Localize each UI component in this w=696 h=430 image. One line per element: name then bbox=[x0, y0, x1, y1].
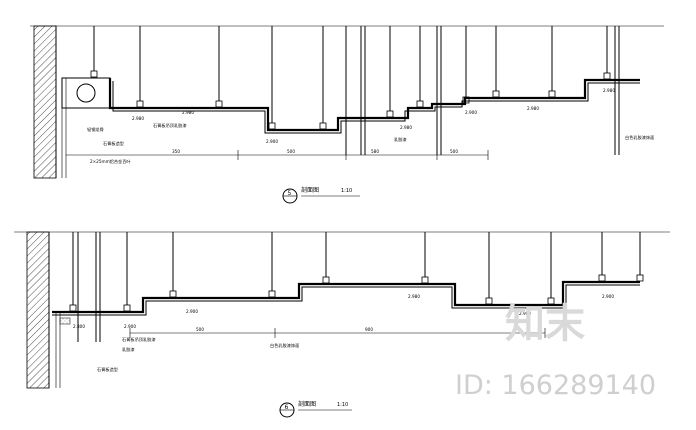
section-title: 剖面图 bbox=[301, 186, 319, 194]
hanger-group bbox=[69, 26, 644, 312]
section-title: 剖面图 bbox=[298, 400, 316, 408]
hanger-clip bbox=[90, 70, 98, 78]
note-label: 白色乳胶漆饰面 bbox=[270, 342, 299, 349]
hanger-clip bbox=[636, 274, 644, 282]
hanger-clip bbox=[215, 100, 223, 108]
ceiling-profile-inner bbox=[52, 284, 640, 316]
section-number: 6 bbox=[285, 404, 289, 411]
curtain-box bbox=[61, 77, 111, 109]
hanger-clip bbox=[386, 110, 394, 118]
section-number: 5 bbox=[288, 190, 292, 197]
note-label: 乳胶漆 bbox=[122, 346, 135, 353]
dimension-label: 580 bbox=[371, 149, 379, 154]
hanger-clip bbox=[169, 290, 177, 298]
watermark-id: ID: 166289140 bbox=[455, 370, 656, 401]
hanger-clip bbox=[598, 274, 606, 282]
elevation-label: 2.980 bbox=[527, 106, 539, 111]
elevation-label: 2.980 bbox=[603, 88, 615, 93]
note-label: 轻钢龙骨 bbox=[87, 126, 104, 133]
ceiling-profile-inner bbox=[112, 81, 640, 134]
hanger-clip bbox=[462, 96, 470, 104]
elevation-label: 2.980 bbox=[400, 125, 412, 130]
hanger-clip bbox=[416, 100, 424, 108]
dimension-label: 500 bbox=[287, 149, 295, 154]
note-label: 石膏板造型 bbox=[97, 366, 118, 373]
hanger-clip bbox=[69, 304, 77, 312]
note-label: 白色乳胶漆饰面 bbox=[625, 134, 654, 141]
hanger-clip bbox=[492, 90, 500, 98]
ceiling-profile bbox=[108, 78, 640, 132]
wall-hatch bbox=[26, 231, 50, 389]
note-label: 石膏板吊顶乳胶漆 bbox=[153, 122, 187, 129]
note-label: 石膏板造型 bbox=[103, 140, 124, 147]
dimension-label: 500 bbox=[450, 149, 458, 154]
edge-detail bbox=[59, 317, 71, 325]
note-label: 石膏板吊顶乳胶漆 bbox=[122, 336, 156, 343]
section-scale: 1:10 bbox=[341, 188, 352, 194]
hanger-clip bbox=[603, 72, 611, 80]
hanger-clip bbox=[136, 100, 144, 108]
ceiling-profile bbox=[52, 280, 640, 314]
hanger-clip bbox=[547, 297, 555, 305]
wall-hatch bbox=[33, 25, 57, 179]
note-label: 乳胶漆 bbox=[394, 136, 407, 143]
hanger-clip bbox=[268, 122, 276, 130]
dimension-label: 500 bbox=[196, 327, 204, 332]
elevation-label: 2.900 bbox=[465, 110, 477, 115]
watermark-logo: 知末 bbox=[505, 301, 585, 347]
section-scale: 1:10 bbox=[337, 402, 348, 408]
watermark: 知末 ID: 166289140 bbox=[455, 301, 656, 401]
elevation-label: 2.900 bbox=[602, 294, 614, 299]
curtain-track-circle bbox=[76, 83, 96, 103]
dimension-label: 900 bbox=[365, 327, 373, 332]
hanger-clip bbox=[322, 276, 330, 284]
elevation-label: 2.980 bbox=[132, 116, 144, 121]
section-6: 500 900 2.800 2.900 2.900 2.980 2.900 2.… bbox=[14, 231, 670, 418]
section-5: 350 500 580 500 2.980 2.980 2.900 2.980 … bbox=[30, 25, 664, 204]
note-label: 2×25mm铝合金百叶 bbox=[90, 158, 131, 165]
hanger-clip bbox=[548, 90, 556, 98]
elevation-label: 2.900 bbox=[266, 139, 278, 144]
hanger-clip bbox=[123, 304, 131, 312]
hanger-clip bbox=[421, 276, 429, 284]
elevation-label: 2.800 bbox=[73, 324, 85, 329]
hanger-clip bbox=[268, 290, 276, 298]
hanger-clip bbox=[485, 297, 493, 305]
elevation-label: 2.980 bbox=[182, 110, 194, 115]
elevation-label: 2.980 bbox=[408, 294, 420, 299]
hanger-clip bbox=[319, 122, 327, 130]
dimension-label: 350 bbox=[172, 149, 180, 154]
elevation-label: 2.900 bbox=[186, 309, 198, 314]
elevation-label: 2.900 bbox=[124, 324, 136, 329]
elevation-label: 2.900 bbox=[519, 311, 531, 316]
